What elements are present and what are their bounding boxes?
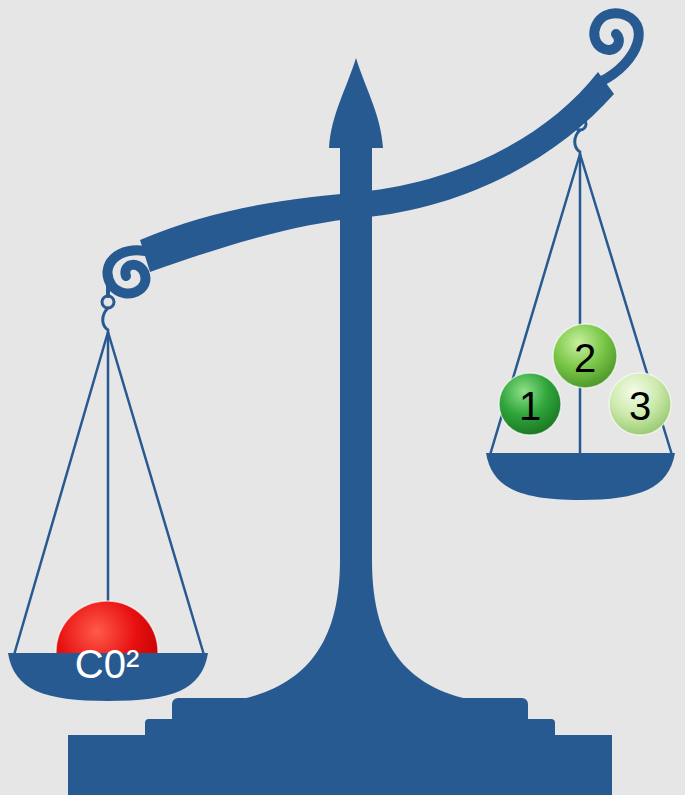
scale-pan xyxy=(486,453,675,500)
ball-circle xyxy=(499,373,561,435)
hook xyxy=(106,278,110,296)
pan-strings xyxy=(14,154,672,655)
ball-label: C0² xyxy=(55,644,159,684)
hook xyxy=(574,118,586,130)
ball-circle xyxy=(56,601,158,653)
beam-scroll xyxy=(594,13,638,82)
number-ball: 2 xyxy=(552,323,618,389)
ball-circle xyxy=(609,373,671,435)
number-ball: 3 xyxy=(608,372,672,436)
finial xyxy=(329,58,383,148)
beam xyxy=(140,72,614,272)
hook xyxy=(578,98,582,118)
base-step xyxy=(68,735,612,795)
ball-label: 3 xyxy=(608,386,672,426)
ball-circle xyxy=(553,324,617,388)
number-ball: 1 xyxy=(498,372,562,436)
pole-foot xyxy=(228,560,482,702)
ball-label: 2 xyxy=(552,338,618,378)
ball-label: 1 xyxy=(498,386,562,426)
beam-scroll xyxy=(107,250,150,293)
hook xyxy=(102,296,114,308)
hook xyxy=(575,130,580,152)
hook xyxy=(103,308,108,330)
weight-ball: C0² xyxy=(55,600,159,704)
